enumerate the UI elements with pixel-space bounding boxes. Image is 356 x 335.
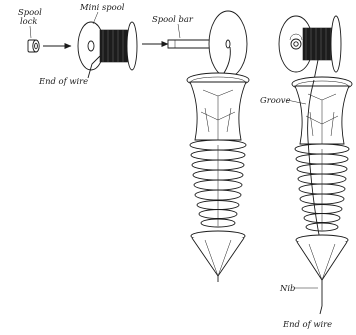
spool-lock-illustration [28,40,39,52]
mini-spool-illustration [78,22,137,78]
spool-lock-label: Spool lock [18,7,42,26]
assembled-spool-right [279,16,341,80]
end-of-wire-top-label: End of wire [38,76,88,86]
nib-label: Nib [279,283,295,293]
mini-spool-leader [93,12,98,24]
spool-lock-leader [30,26,31,38]
end-of-wire-bottom-label: End of wire [282,319,332,329]
bobbin-holder-middle [187,73,249,282]
spool-bar-label: Spool bar [152,14,194,24]
groove-label: Groove [260,95,291,105]
bobbin-holder-right [292,77,352,314]
spool-bar-leader [178,24,180,38]
mini-spool-label: Mini spool [79,2,125,12]
svg-text:lock: lock [20,16,38,26]
